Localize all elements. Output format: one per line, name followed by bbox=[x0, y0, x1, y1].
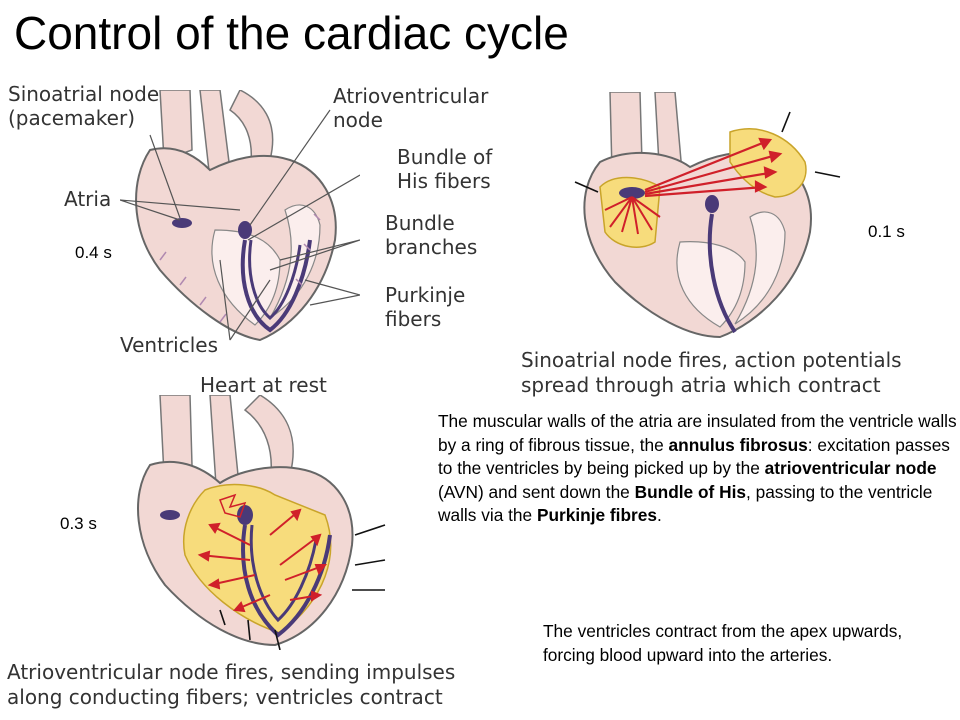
label-av-node: Atrioventricular node bbox=[333, 84, 488, 132]
label-bundle-branches: Bundle branches bbox=[385, 211, 477, 259]
label-sinoatrial-node-text: Sinoatrial node (pacemaker) bbox=[8, 82, 160, 130]
caption-sa-node-fires-text: Sinoatrial node fires, action potentials… bbox=[521, 348, 902, 397]
ventricle-contraction-paragraph: The ventricles contract from the apex up… bbox=[543, 621, 903, 665]
heart-at-rest-diagram bbox=[120, 90, 360, 342]
caption-sa-node-fires: Sinoatrial node fires, action potentials… bbox=[521, 348, 902, 398]
annulus-fibrosus-paragraph: The muscular walls of the atria are insu… bbox=[438, 410, 958, 528]
label-ventricles: Ventricles bbox=[120, 333, 219, 357]
caption-av-node-fires-text: Atrioventricular node fires, sending imp… bbox=[7, 660, 456, 709]
caption-heart-at-rest: Heart at rest bbox=[200, 373, 327, 397]
annulus-text-1: The muscular walls of the atria are insu… bbox=[438, 411, 957, 455]
time-label-rest: 0.4 s bbox=[75, 243, 112, 262]
label-sinoatrial-node: Sinoatrial node (pacemaker) bbox=[8, 82, 159, 130]
annulus-bold-3: Bundle of His bbox=[634, 481, 746, 502]
sa-node-fires-diagram bbox=[574, 92, 841, 339]
label-atria: Atria bbox=[64, 187, 112, 211]
annulus-bold-2: atrioventricular node bbox=[764, 458, 937, 479]
page-title: Control of the cardiac cycle bbox=[14, 7, 569, 59]
annulus-text-5: . bbox=[657, 505, 662, 526]
time-label-av: 0.3 s bbox=[60, 514, 97, 533]
annulus-bold-4: Purkinje fibres bbox=[536, 505, 657, 526]
label-bundle-of-his-text: Bundle of His fibers bbox=[397, 145, 493, 193]
annulus-text-2: : excitation passes to the ventricles by… bbox=[438, 434, 950, 479]
label-purkinje-fibers: Purkinje fibers bbox=[385, 283, 465, 331]
annulus-text-3: (AVN) and sent down the bbox=[438, 481, 635, 502]
annulus-bold-1: annulus fibrosus bbox=[668, 434, 808, 455]
time-label-sa: 0.1 s bbox=[868, 222, 905, 241]
annulus-text-4: , passing to the ventricle walls via the bbox=[438, 481, 933, 526]
label-bundle-of-his: Bundle of His fibers bbox=[397, 145, 492, 193]
label-av-node-text: Atrioventricular node bbox=[333, 84, 489, 132]
av-node-fires-diagram bbox=[137, 395, 386, 650]
label-bundle-branches-text: Bundle branches bbox=[385, 211, 478, 259]
caption-av-node-fires: Atrioventricular node fires, sending imp… bbox=[7, 660, 455, 710]
label-purkinje-fibers-text: Purkinje fibers bbox=[385, 283, 466, 331]
